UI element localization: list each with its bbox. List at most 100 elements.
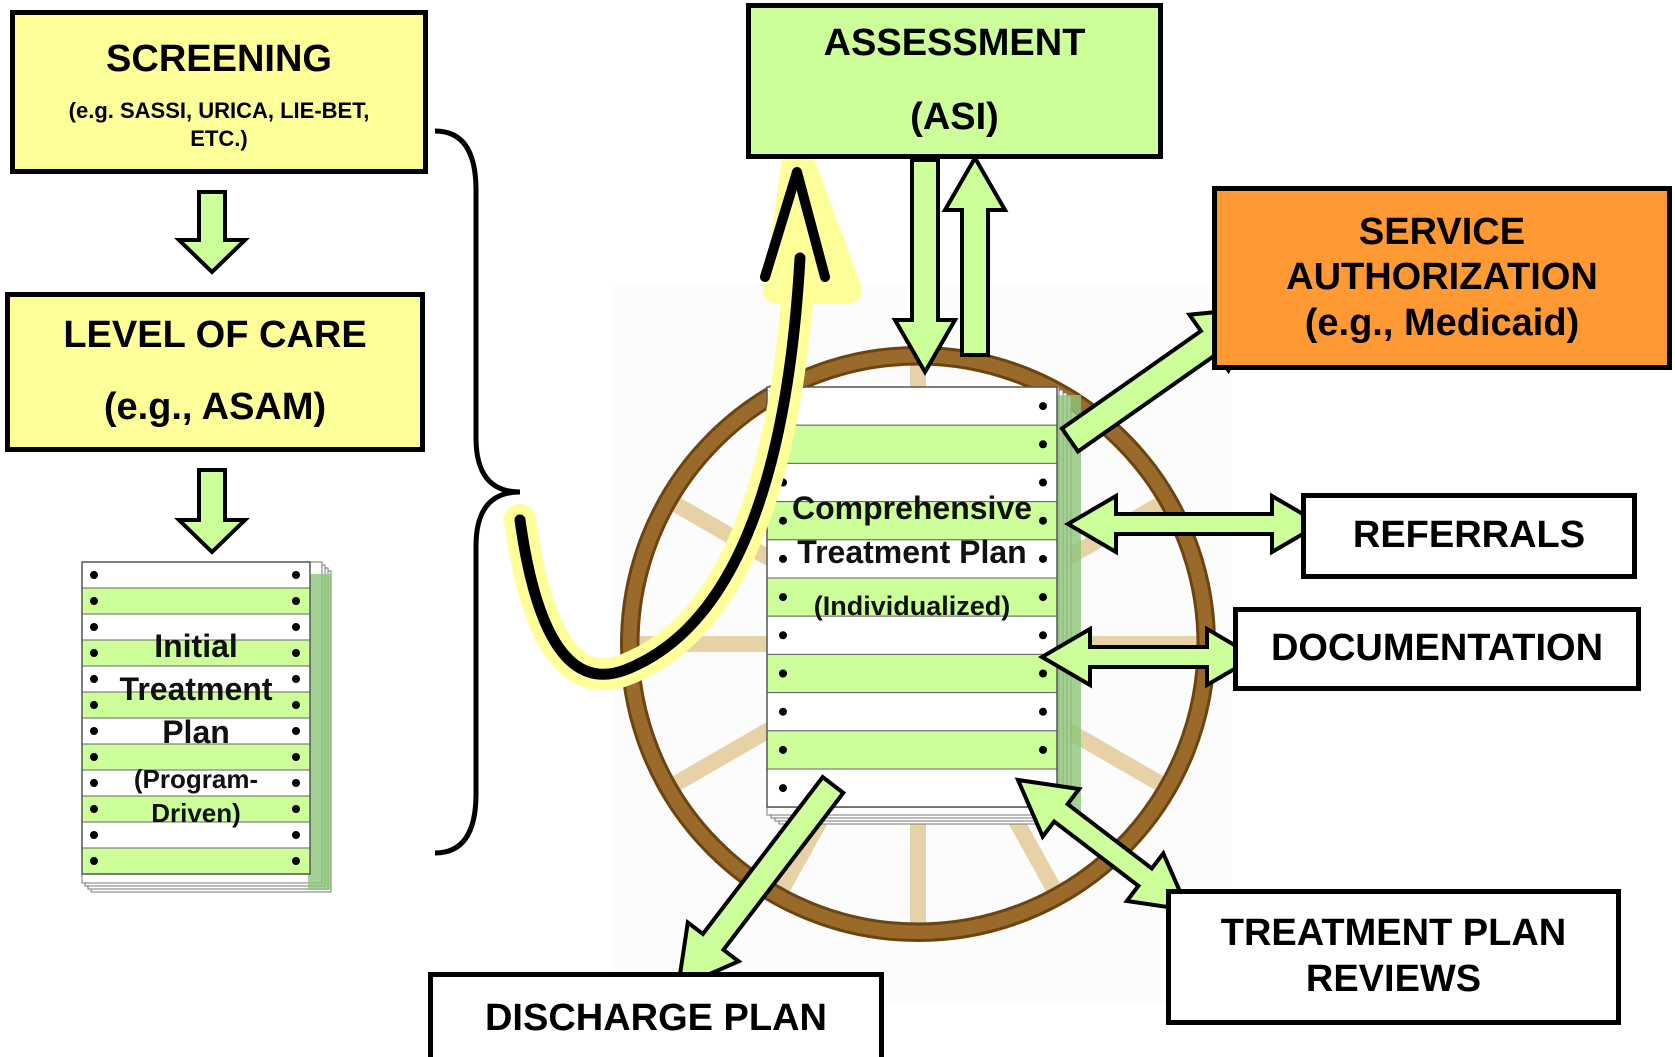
initial-plan-binder-dot [292, 805, 300, 813]
screening-box: SCREENING (e.g. SASSI, URICA, LIE-BET, E… [10, 10, 428, 174]
initial-plan-binder-dot [292, 831, 300, 839]
level-of-care-box: LEVEL OF CARE (e.g., ASAM) [5, 292, 425, 452]
comprehensive-plan-binder-dot [1039, 631, 1047, 640]
initial-plan-band [81, 561, 311, 589]
initial-plan-line1: Initial [154, 628, 238, 664]
initial-plan-label: Initial Treatment Plan (Program- Driven) [82, 625, 310, 830]
arrow-assessment-to-plan [891, 158, 959, 377]
initial-plan-binder-dot [292, 597, 300, 605]
comprehensive-plan-binder-dot [779, 707, 787, 716]
comprehensive-plan-binder-dot [1039, 745, 1047, 754]
comprehensive-plan-stack [766, 386, 1081, 825]
initial-plan-binder-dot [90, 623, 98, 631]
initial-plan-binder-dot [292, 675, 300, 683]
comprehensive-plan-binder-dot [779, 554, 787, 563]
initial-plan-binder-dot [292, 701, 300, 709]
referrals-box: REFERRALS [1301, 493, 1637, 579]
service-authorization-line3: (e.g., Medicaid) [1304, 301, 1580, 344]
comprehensive-plan-binder-dot [1039, 440, 1047, 449]
initial-plan-binder-dot [90, 701, 98, 709]
comprehensive-plan-line3: (Individualized) [813, 591, 1011, 621]
discharge-plan-label: DISCHARGE PLAN [484, 997, 828, 1040]
comprehensive-plan-line2: Treatment Plan [797, 534, 1027, 570]
initial-plan-line3: Plan [162, 714, 230, 750]
initial-plan-binder-dot [292, 623, 300, 631]
initial-plan-binder-dot [292, 857, 300, 865]
initial-plan-binder-dot [90, 571, 98, 579]
service-authorization-box: SERVICE AUTHORIZATION (e.g., Medicaid) [1212, 186, 1672, 370]
comprehensive-plan-binder-dot [779, 784, 787, 793]
initial-plan-binder-dot [90, 675, 98, 683]
initial-plan-line2: Treatment [119, 671, 273, 707]
initial-plan-band [81, 821, 311, 849]
comprehensive-plan-binder-dot [779, 745, 787, 754]
comprehensive-plan-binder-dot [779, 669, 787, 678]
initial-plan-binder-dot [292, 727, 300, 735]
initial-plan-band [81, 613, 311, 641]
comprehensive-plan-band [766, 730, 1058, 770]
initial-plan-line4: (Program- [133, 764, 259, 794]
comprehensive-plan-binder-dot [779, 593, 787, 602]
assessment-title: ASSESSMENT [823, 22, 1086, 65]
curly-brace [434, 128, 521, 856]
curved-up-arrow [504, 139, 862, 691]
initial-plan-stack [81, 561, 332, 893]
comprehensive-plan-band [766, 692, 1058, 732]
initial-plan-binder-dot [90, 597, 98, 605]
comprehensive-plan-binder-dot [1039, 669, 1047, 678]
initial-plan-band [81, 665, 311, 693]
initial-plan-binder-dot [292, 649, 300, 657]
level-of-care-title: LEVEL OF CARE [63, 314, 367, 357]
comprehensive-plan-band [766, 615, 1058, 655]
initial-plan-line5: Driven) [151, 798, 241, 828]
screening-title: SCREENING [106, 38, 332, 80]
treatment-plan-reviews-line1: TREATMENT PLAN [1220, 912, 1567, 955]
initial-plan-binder-dot [90, 857, 98, 865]
level-of-care-subtitle: (e.g., ASAM) [103, 386, 327, 428]
comprehensive-plan-binder-dot [1039, 402, 1047, 411]
initial-plan-band [81, 587, 311, 615]
comprehensive-plan-label: Comprehensive Treatment Plan (Individual… [767, 486, 1057, 626]
initial-plan-binder-dot [90, 779, 98, 787]
comprehensive-plan-binder-dot [779, 516, 787, 525]
down-arrow-screening-to-loc [174, 190, 250, 275]
comprehensive-plan-line1: Comprehensive [791, 490, 1033, 526]
initial-plan-binder-dot [292, 571, 300, 579]
comprehensive-plan-band [766, 462, 1058, 503]
initial-plan-binder-dot [90, 753, 98, 761]
comprehensive-plan-band [766, 424, 1058, 464]
assessment-box: ASSESSMENT (ASI) [746, 3, 1163, 159]
documentation-label: DOCUMENTATION [1270, 627, 1604, 670]
service-authorization-line1: SERVICE [1358, 210, 1526, 253]
wheel-rim-inner-edge [636, 362, 1200, 926]
initial-plan-binder-dot [292, 753, 300, 761]
comprehensive-plan-binder-dot [1039, 554, 1047, 563]
comprehensive-plan-binder-dot [1039, 478, 1047, 487]
documentation-box: DOCUMENTATION [1233, 607, 1641, 691]
comprehensive-plan-band [766, 539, 1058, 579]
assessment-subtitle: (ASI) [910, 96, 999, 138]
comprehensive-plan-binder-dot [779, 631, 787, 640]
arrow-plan-to-assessment [941, 153, 1009, 357]
initial-plan-band [81, 795, 311, 823]
treatment-plan-reviews-box: TREATMENT PLAN REVIEWS [1166, 889, 1621, 1025]
comprehensive-plan-band [766, 501, 1058, 541]
screening-subtitle: (e.g. SASSI, URICA, LIE-BET, ETC.) [68, 97, 370, 152]
referrals-label: REFERRALS [1352, 514, 1586, 557]
comprehensive-plan-band [766, 386, 1058, 426]
down-arrow-loc-to-initial-plan [174, 468, 250, 555]
initial-plan-binder-dot [90, 831, 98, 839]
initial-plan-binder-dot [90, 805, 98, 813]
comprehensive-plan-binder-dot [1039, 516, 1047, 525]
discharge-plan-box: DISCHARGE PLAN [428, 972, 884, 1057]
comprehensive-plan-binder-dot [1039, 707, 1047, 716]
comprehensive-plan-band [766, 653, 1058, 694]
initial-plan-band [81, 639, 311, 667]
initial-plan-band [81, 847, 311, 875]
comprehensive-plan-binder-dot [1039, 593, 1047, 602]
initial-plan-binder-dot [292, 779, 300, 787]
treatment-plan-reviews-line2: REVIEWS [1305, 958, 1482, 1000]
initial-plan-binder-dot [90, 727, 98, 735]
service-authorization-line2: AUTHORIZATION [1286, 256, 1598, 299]
